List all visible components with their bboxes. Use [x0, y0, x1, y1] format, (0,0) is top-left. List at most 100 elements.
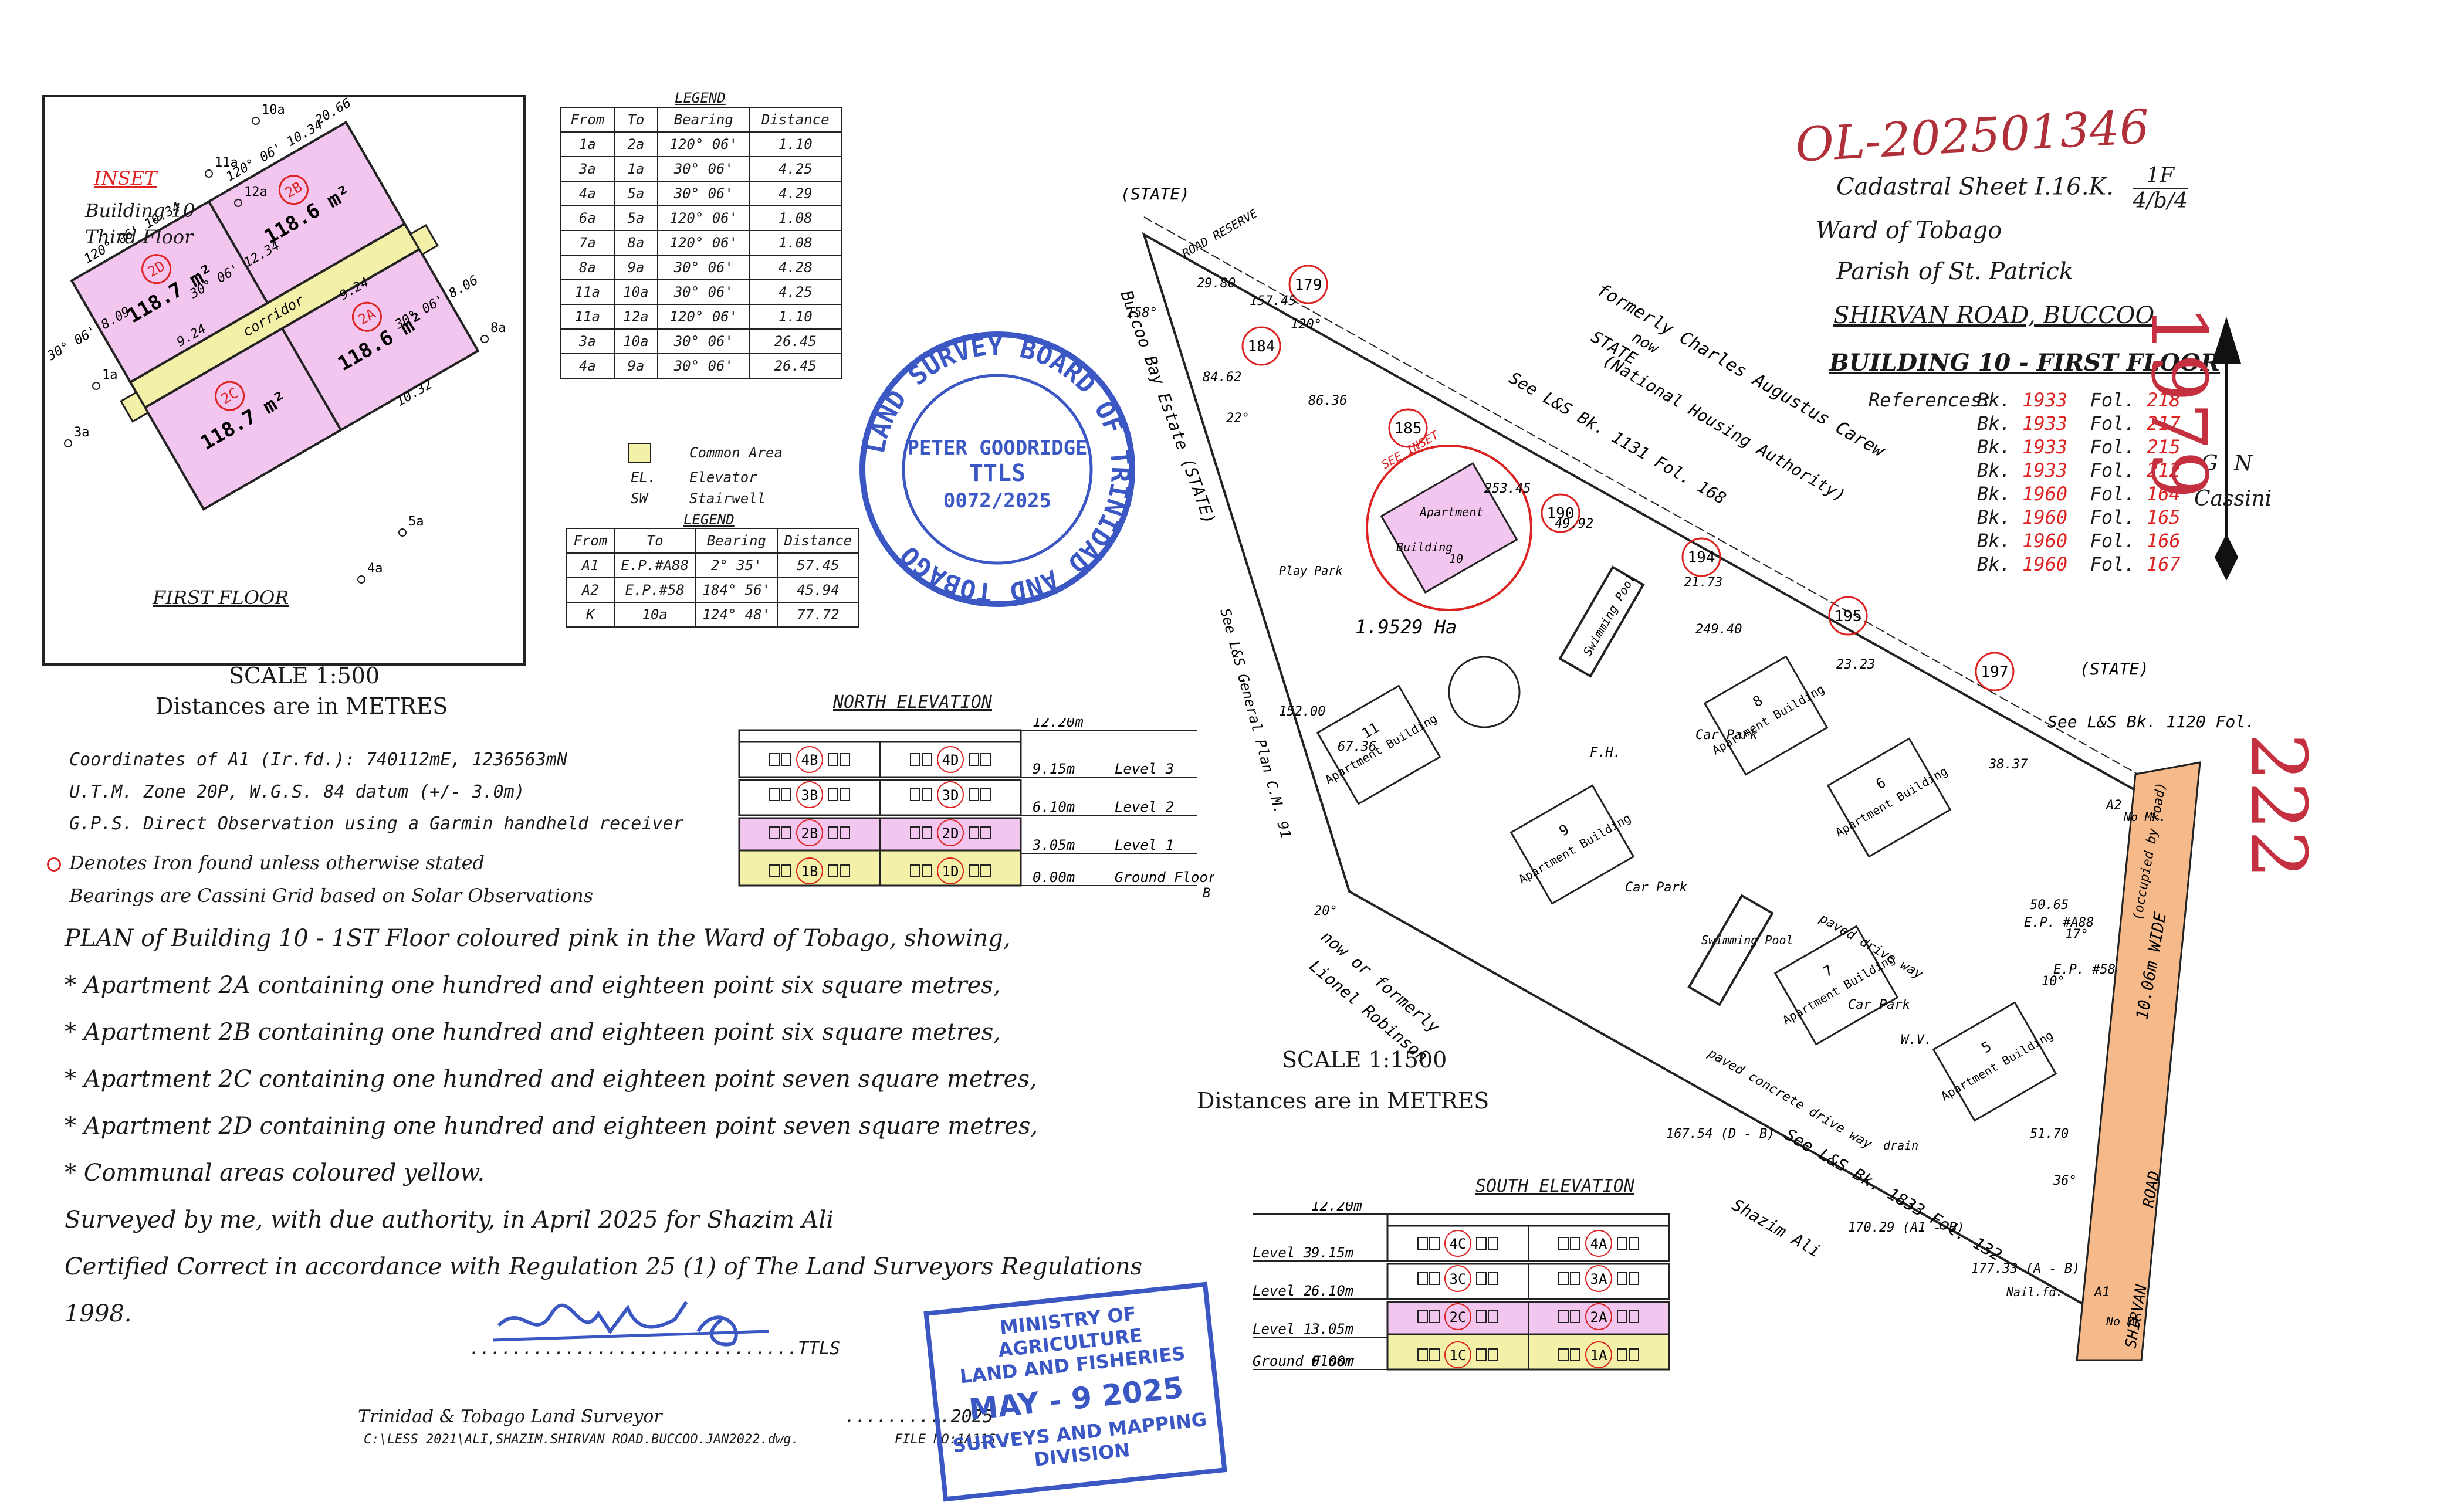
- legend-header-cell: Bearing: [695, 528, 778, 554]
- legend-cell: 57.45: [776, 552, 860, 578]
- window-icon: [980, 864, 991, 877]
- inset-point-label: 8a: [490, 321, 506, 335]
- level-height: 6.10m: [1311, 1283, 1353, 1299]
- plan-text-line: Surveyed by me, with due authority, in A…: [65, 1206, 834, 1233]
- elevation-unit-circle-icon: [1585, 1265, 1612, 1292]
- building-label: Apartment Building: [1780, 951, 1897, 1027]
- site-dimension: 29.80: [1197, 276, 1236, 291]
- stairwell-label: Stairwell: [689, 490, 766, 507]
- legend-cell: 12a: [613, 304, 659, 330]
- legend-cell: 11a: [560, 279, 615, 305]
- common-area-label: Common Area: [689, 445, 783, 461]
- swimming-pool-1: [1558, 565, 1645, 678]
- window-icon: [840, 753, 850, 766]
- stairwell-code: SW: [631, 490, 648, 507]
- building-number: 7: [1820, 962, 1836, 980]
- elevation-unit-circle-icon: [937, 819, 964, 846]
- parcel-area: 1.9529 Ha: [1355, 616, 1457, 638]
- level-name: Ground Floor: [1253, 1353, 1355, 1369]
- window-icon: [910, 753, 920, 766]
- lot-circle-icon: [1681, 537, 1721, 577]
- legend-cell: 120° 06': [657, 304, 750, 330]
- building-number: 9: [1556, 821, 1572, 839]
- level-name: Level 3: [1253, 1245, 1312, 1261]
- legend-cell: 30° 06': [657, 353, 750, 379]
- window-icon: [1617, 1272, 1627, 1285]
- window-icon: [1570, 1348, 1580, 1361]
- site-point-label: F.H.: [1590, 745, 1621, 760]
- window-icon: [1488, 1310, 1498, 1323]
- level-name: Level 2: [1115, 799, 1174, 815]
- apartment-circle-icon: [351, 301, 382, 332]
- elevation-unit-label: 1A: [1590, 1347, 1607, 1364]
- window-icon: [1558, 1348, 1569, 1361]
- ward: Ward of Tobago: [1816, 217, 2002, 244]
- legend-cell: 4.29: [749, 181, 842, 206]
- level-height: 9.15m: [1311, 1245, 1353, 1261]
- legend-cell: 5a: [613, 205, 659, 231]
- inset-point-icon: [234, 199, 242, 207]
- land-survey-board-stamp: LAND SURVEY BOARD OF TRINIDAD AND TOBAGO…: [859, 331, 1135, 607]
- window-icon: [980, 753, 991, 766]
- swimming-pool-2: [1687, 894, 1774, 1006]
- building-label: Apartment Building: [1833, 764, 1950, 839]
- north-arrow: [2212, 317, 2241, 581]
- inset-divider-bottom: [281, 328, 342, 431]
- site-dimension: 253.45: [1484, 482, 1531, 496]
- site-dimension: 17°: [2065, 927, 2089, 942]
- building-footprint: [1316, 684, 1441, 805]
- legend-cell: 2° 35': [695, 552, 778, 578]
- legend-cell: E.P.#58: [613, 577, 696, 603]
- inset-stair-left: [120, 391, 150, 423]
- level-height: 9.15m: [1033, 761, 1075, 777]
- site-scale: SCALE 1:1500: [1282, 1047, 1447, 1073]
- legend-cell: 184° 56': [695, 577, 778, 603]
- elevation-roof: [1386, 1213, 1670, 1227]
- window-icon: [1476, 1310, 1487, 1323]
- lot-number: 190: [1547, 505, 1575, 523]
- window-icon: [1429, 1237, 1440, 1250]
- level-name: Ground Floor: [1115, 869, 1214, 886]
- see-lands-2: See L&S Bk. 1120 Fol. 138: [2047, 712, 2259, 731]
- building-label: Apartment Building: [1516, 811, 1633, 886]
- elevation-unit-label: 1D: [942, 863, 959, 880]
- site-dimension: 38.37: [1988, 757, 2028, 772]
- window-icon: [1488, 1272, 1498, 1285]
- window-icon: [828, 753, 838, 766]
- window-icon: [769, 864, 780, 877]
- building-10-footprint: [1380, 462, 1518, 594]
- window-icon: [769, 753, 780, 766]
- site-point-label: A1: [2093, 1285, 2110, 1300]
- window-icon: [910, 826, 920, 839]
- inset-point-icon: [92, 382, 100, 390]
- plan-description: PLAN of Building 10 - 1ST Floor coloured…: [65, 915, 1179, 1337]
- level-name: Level 3: [1115, 761, 1174, 777]
- legend-cell: 1.10: [749, 131, 842, 157]
- elevator-label: Elevator: [689, 469, 757, 486]
- reference-row: Bk. 1933 Fol. 212: [1977, 459, 2181, 482]
- legend-cell: 30° 06': [657, 328, 750, 354]
- reference-row: Bk. 1960 Fol. 165: [1977, 506, 2181, 528]
- legend-cell: 26.45: [749, 353, 842, 379]
- site-dimension: 120°: [1291, 317, 1322, 332]
- building-footprint: [1703, 655, 1829, 776]
- legend-cell: 4.28: [749, 255, 842, 280]
- inset-point-icon: [205, 169, 213, 178]
- window-icon: [1476, 1237, 1487, 1250]
- legend-cell: 6a: [560, 205, 615, 231]
- lot-circle-icon: [1541, 493, 1580, 533]
- south-elev-title: SOUTH ELEVATION: [1475, 1176, 1634, 1196]
- inset-building: Building 10: [85, 199, 195, 222]
- window-icon: [1488, 1348, 1498, 1361]
- legend-cell: 120° 06': [657, 131, 750, 157]
- legend-cell: 30° 06': [657, 255, 750, 280]
- nail-found: Nail.fd.: [2006, 1285, 2063, 1299]
- elevation-unit-circle-icon: [1444, 1265, 1471, 1292]
- site-units: Distances are in METRES: [1197, 1088, 1490, 1114]
